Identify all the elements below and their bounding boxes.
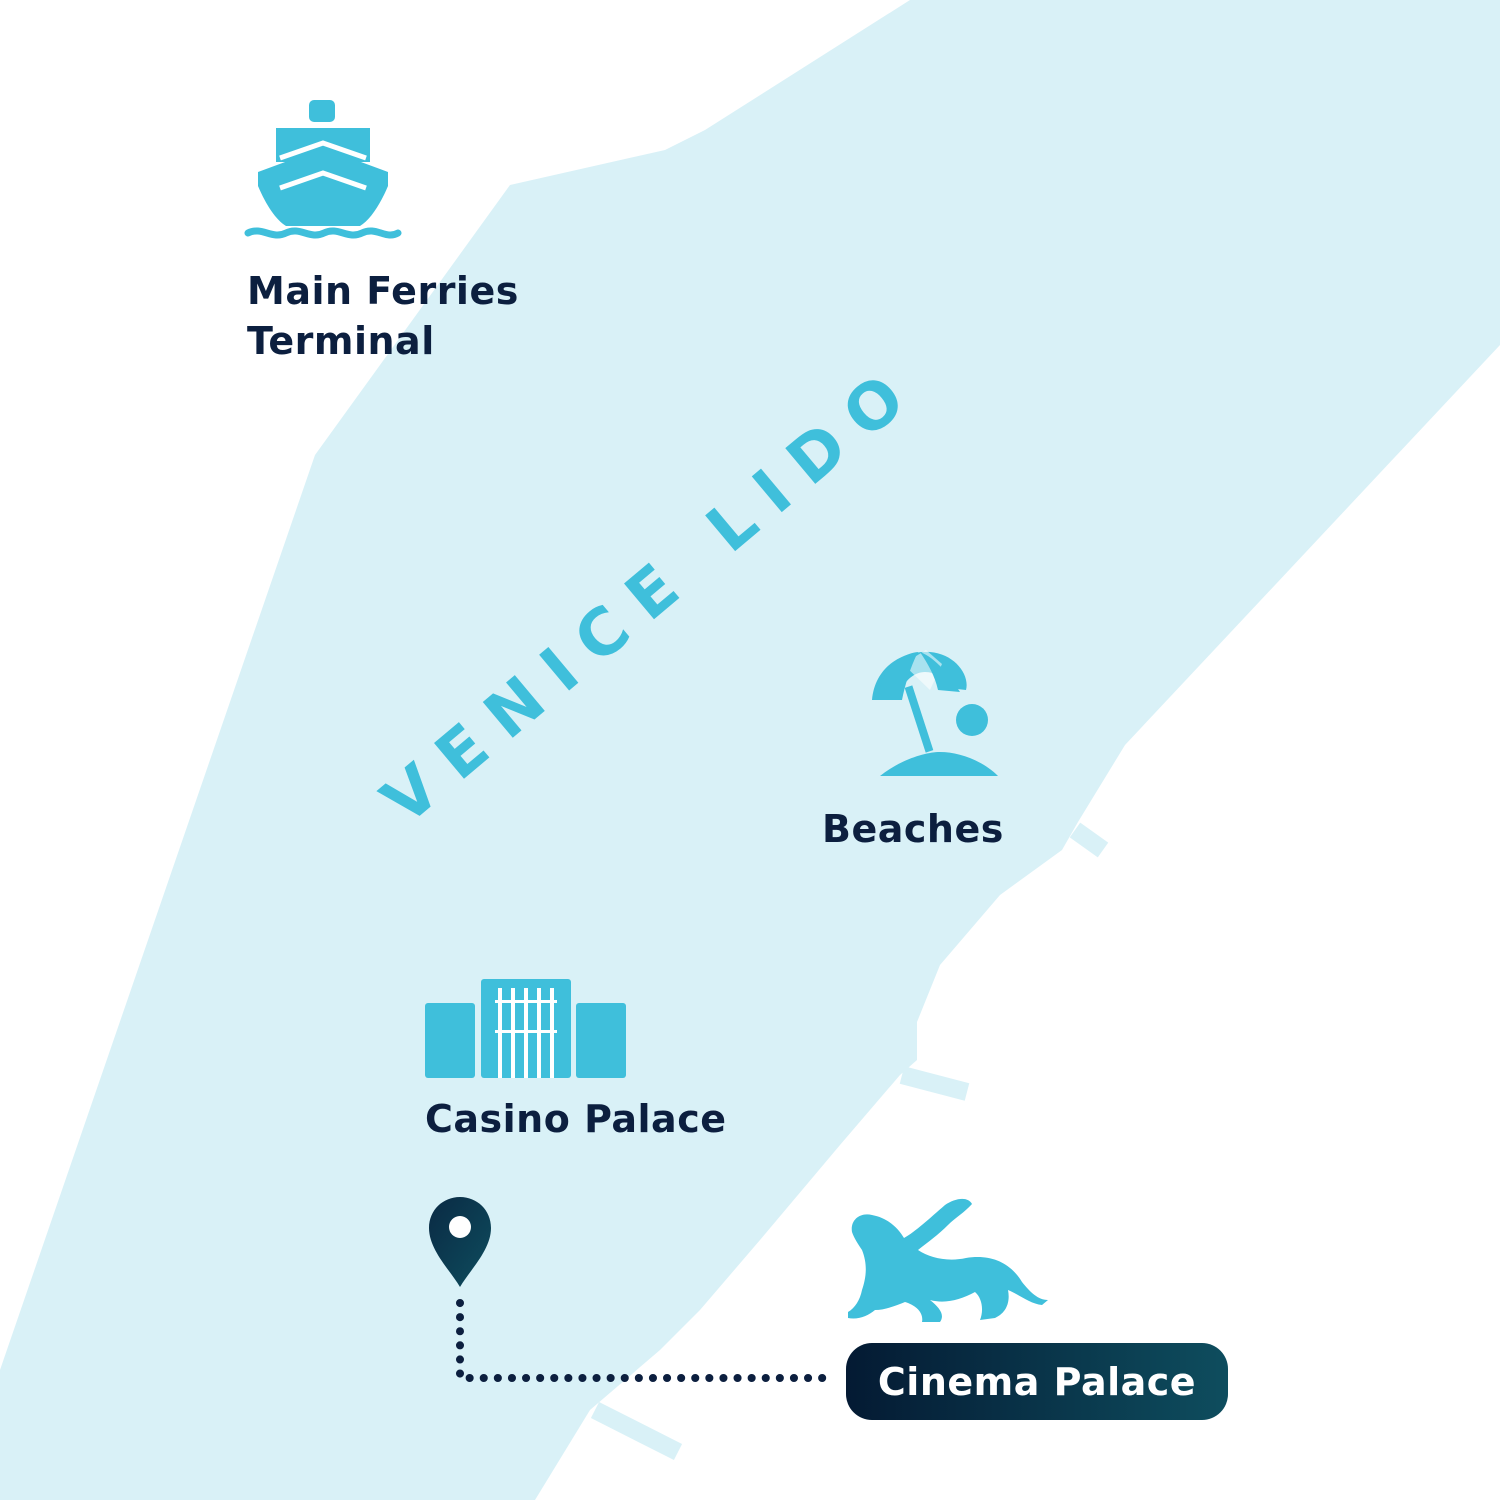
beaches-label-text: Beaches	[822, 807, 1004, 851]
jetty	[1069, 822, 1109, 858]
beaches-label: Beaches	[822, 804, 1004, 854]
ferries-label-line1: Main Ferries	[247, 269, 519, 313]
jetty	[899, 1066, 970, 1101]
winged-lion-icon	[848, 1198, 1048, 1322]
map-pin-icon	[429, 1197, 491, 1287]
beach-umbrella-icon	[872, 650, 998, 776]
route-line	[456, 1299, 834, 1382]
casino-label-text: Casino Palace	[425, 1097, 727, 1141]
ferries-label: Main Ferries Terminal	[247, 266, 519, 366]
casino-label: Casino Palace	[425, 1094, 727, 1144]
cinema-label-text: Cinema Palace	[877, 1359, 1197, 1404]
cinema-badge[interactable]: Cinema Palace	[846, 1343, 1228, 1420]
jetty	[590, 1401, 683, 1461]
ferries-label-line2: Terminal	[247, 319, 435, 363]
building-icon	[425, 979, 626, 1078]
ship-icon	[244, 100, 402, 239]
